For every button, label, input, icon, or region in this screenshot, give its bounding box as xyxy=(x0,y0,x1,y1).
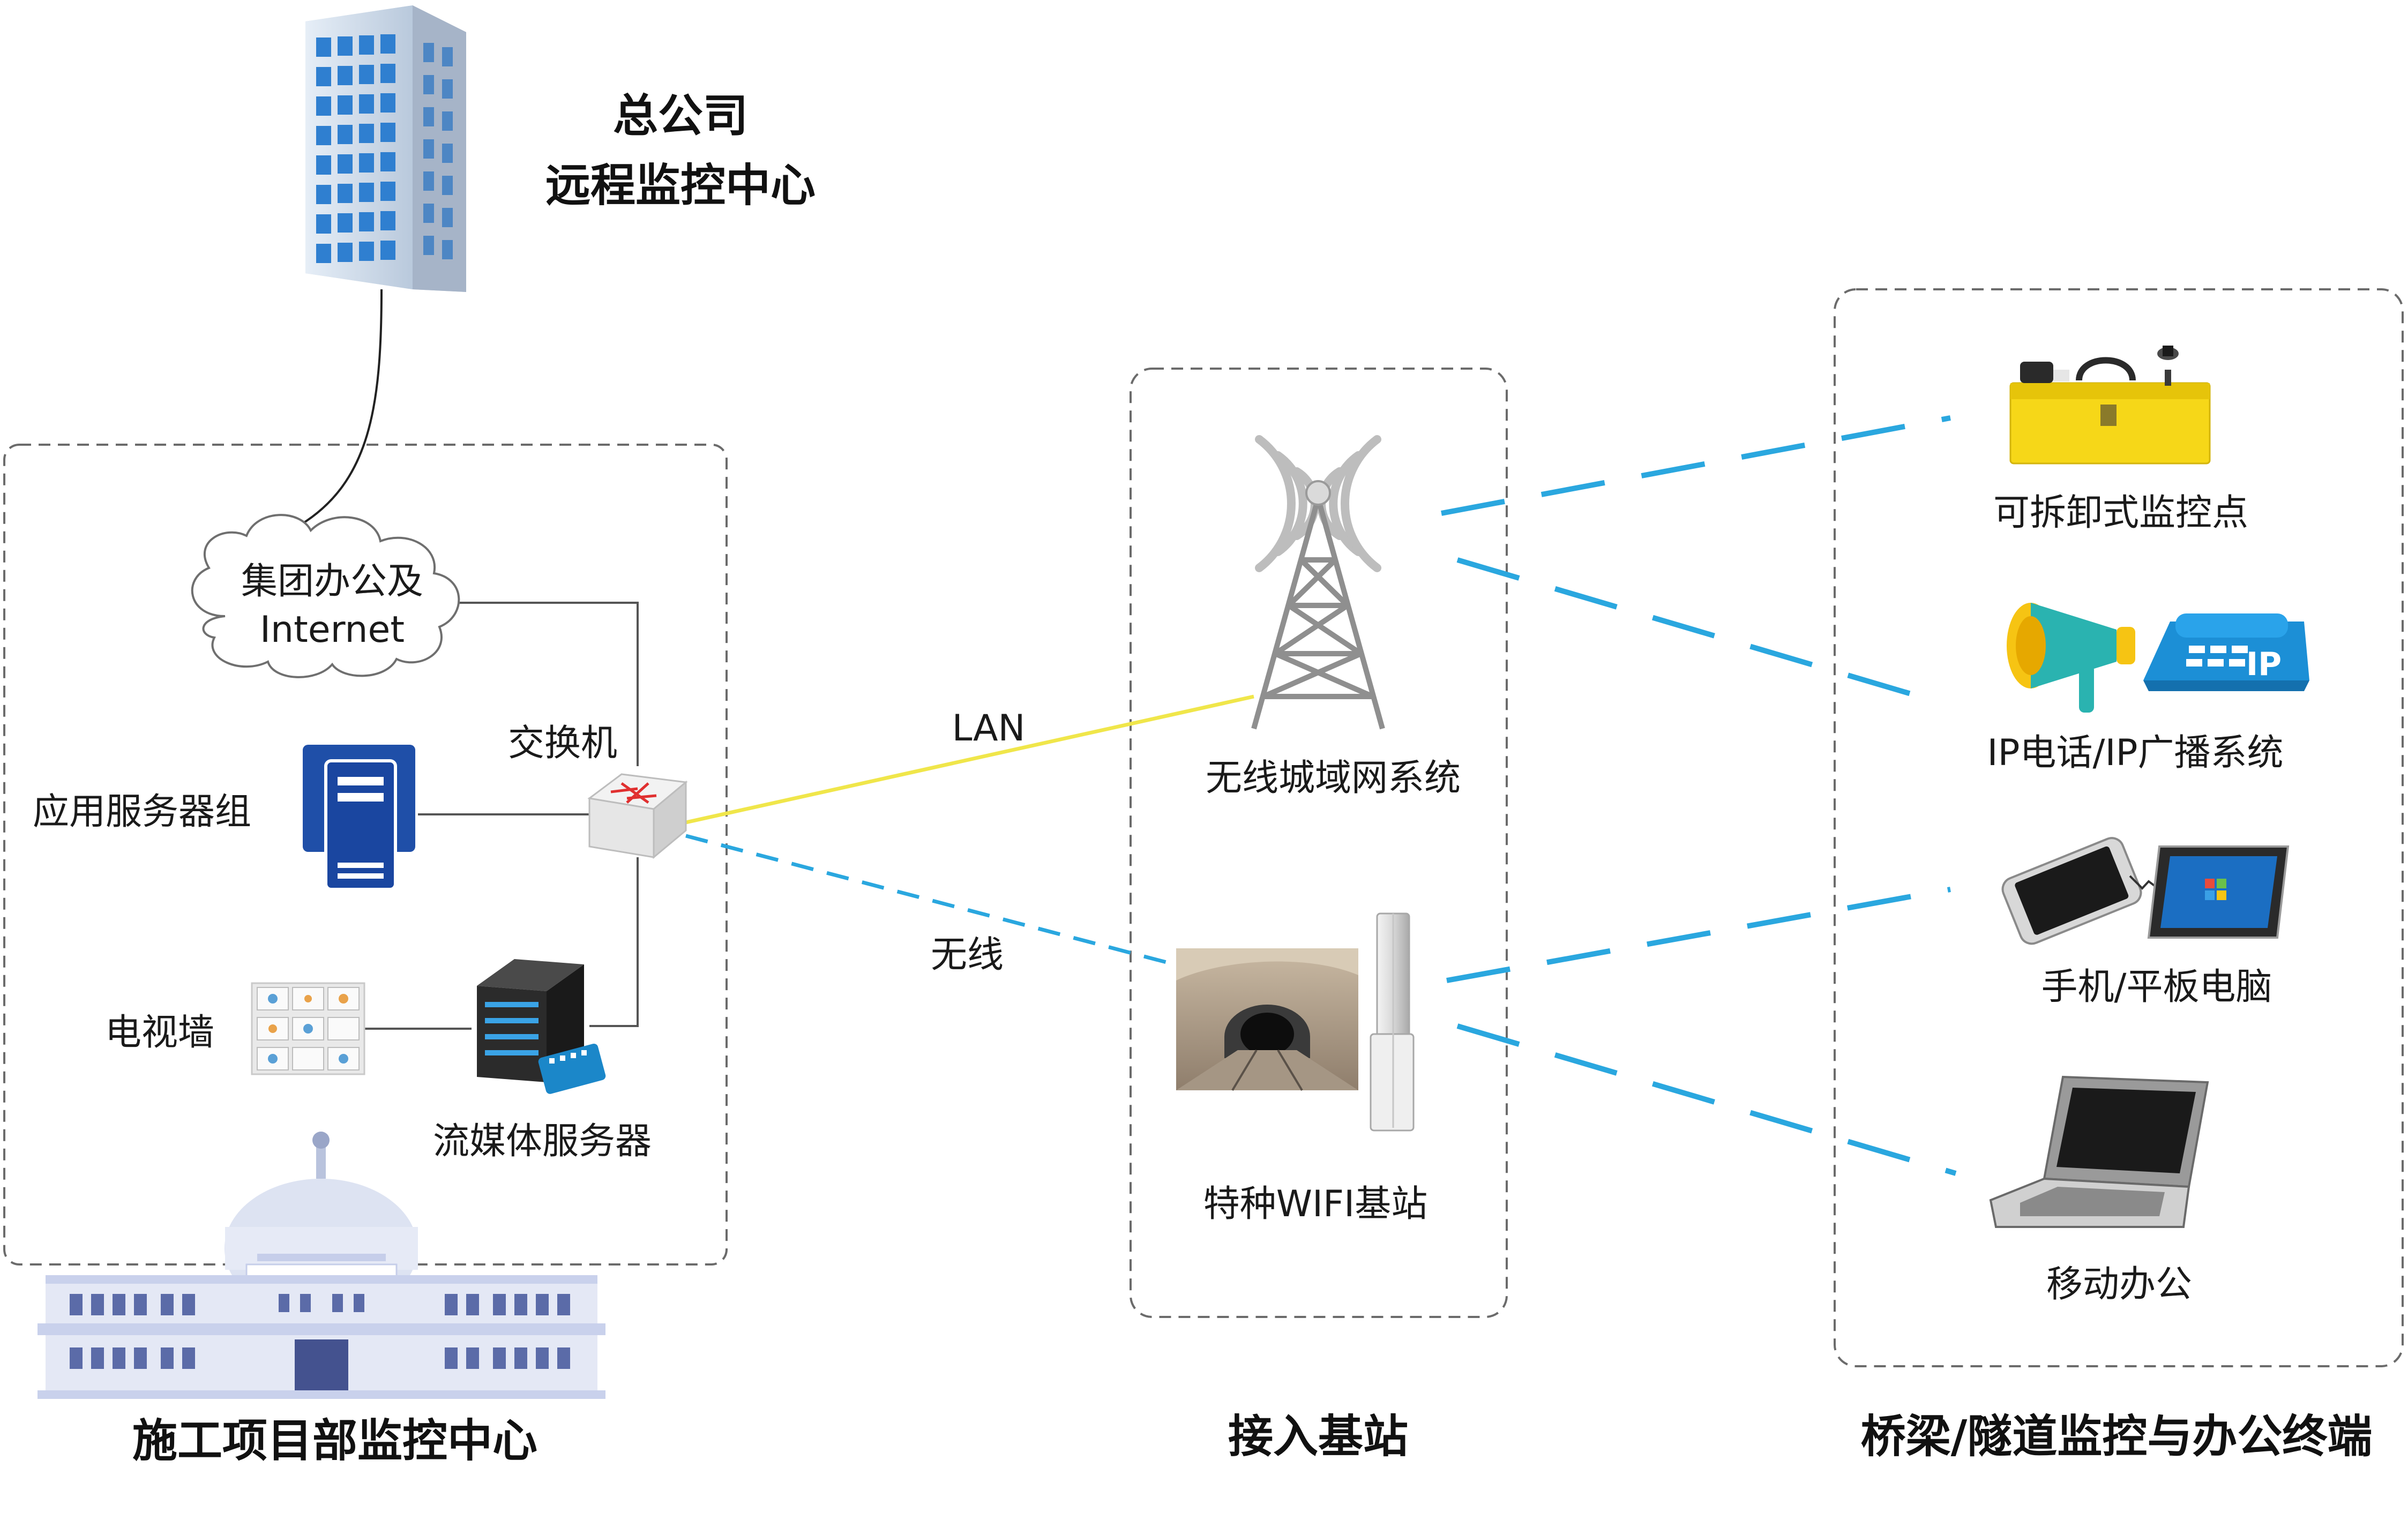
wireless-link-phone xyxy=(1446,887,1951,983)
tunnel-photo xyxy=(1176,948,1358,1091)
hq-title-line2: 远程监控中心 xyxy=(545,159,816,212)
office-building-icon xyxy=(305,5,466,292)
tablet-icon xyxy=(2147,845,2290,939)
hq-to-cloud-line xyxy=(299,289,383,526)
wireless-man-label: 无线城域网系统 xyxy=(1206,757,1461,799)
lan-link xyxy=(685,694,1254,825)
access-title: 接入基站 xyxy=(1228,1410,1408,1463)
terminals-box xyxy=(1834,288,2404,1367)
film-reel-icon xyxy=(538,1043,606,1094)
project-center-title: 施工项目部监控中心 xyxy=(132,1414,537,1467)
cloud-to-switch-line xyxy=(455,602,639,766)
megaphone-icon xyxy=(2007,603,2135,713)
ip-phone-label: IP电话/IP广播系统 xyxy=(1987,732,2283,774)
lan-label: LAN xyxy=(952,707,1026,750)
ip-badge: IP xyxy=(2246,646,2282,683)
cloud-label-line2: Internet xyxy=(260,609,405,651)
project-building-icon xyxy=(38,1132,605,1399)
mobile-office-label: 移动办公 xyxy=(2046,1263,2192,1306)
hq-title-line1: 总公司 xyxy=(613,89,748,142)
wireless-link xyxy=(685,834,1195,972)
server-group-icon xyxy=(303,745,415,891)
switch-label: 交换机 xyxy=(508,722,617,765)
tv-wall-label: 电视墙 xyxy=(105,1012,214,1054)
tv-wall-icon xyxy=(251,982,365,1075)
wireless-label: 无线 xyxy=(931,934,1004,976)
wifi-station-label: 特种WIFI基站 xyxy=(1203,1183,1427,1225)
access-station-box xyxy=(1130,368,1508,1318)
media-server-icon xyxy=(477,959,606,1094)
laptop-icon xyxy=(1989,1075,2209,1228)
wireless-link-laptop xyxy=(1456,1023,1957,1176)
ip-phone-icon: IP xyxy=(2143,613,2309,691)
terminals-title: 桥梁/隧道监控与办公终端 xyxy=(1861,1410,2373,1463)
cloud-label-line1: 集团办公及 xyxy=(241,560,423,603)
cloud-icon xyxy=(191,514,460,678)
toolbox-camera-icon xyxy=(2009,346,2211,465)
radio-tower-icon xyxy=(1251,435,1385,730)
media-server-label: 流媒体服务器 xyxy=(433,1120,652,1163)
wifi-antenna-icon xyxy=(1370,912,1415,1132)
app-servers-label: 应用服务器组 xyxy=(33,791,251,833)
portable-monitor-label: 可拆卸式监控点 xyxy=(1993,492,2248,534)
switch-icon xyxy=(587,773,688,859)
phone-tablet-label: 手机/平板电脑 xyxy=(2041,966,2272,1008)
switch-to-media-line xyxy=(589,857,639,1027)
smartphone-icon xyxy=(2001,837,2142,945)
wireless-link-ipphone xyxy=(1456,557,1930,702)
windows-logo-icon xyxy=(2205,879,2226,900)
wireless-link-monitor xyxy=(1441,415,1951,516)
